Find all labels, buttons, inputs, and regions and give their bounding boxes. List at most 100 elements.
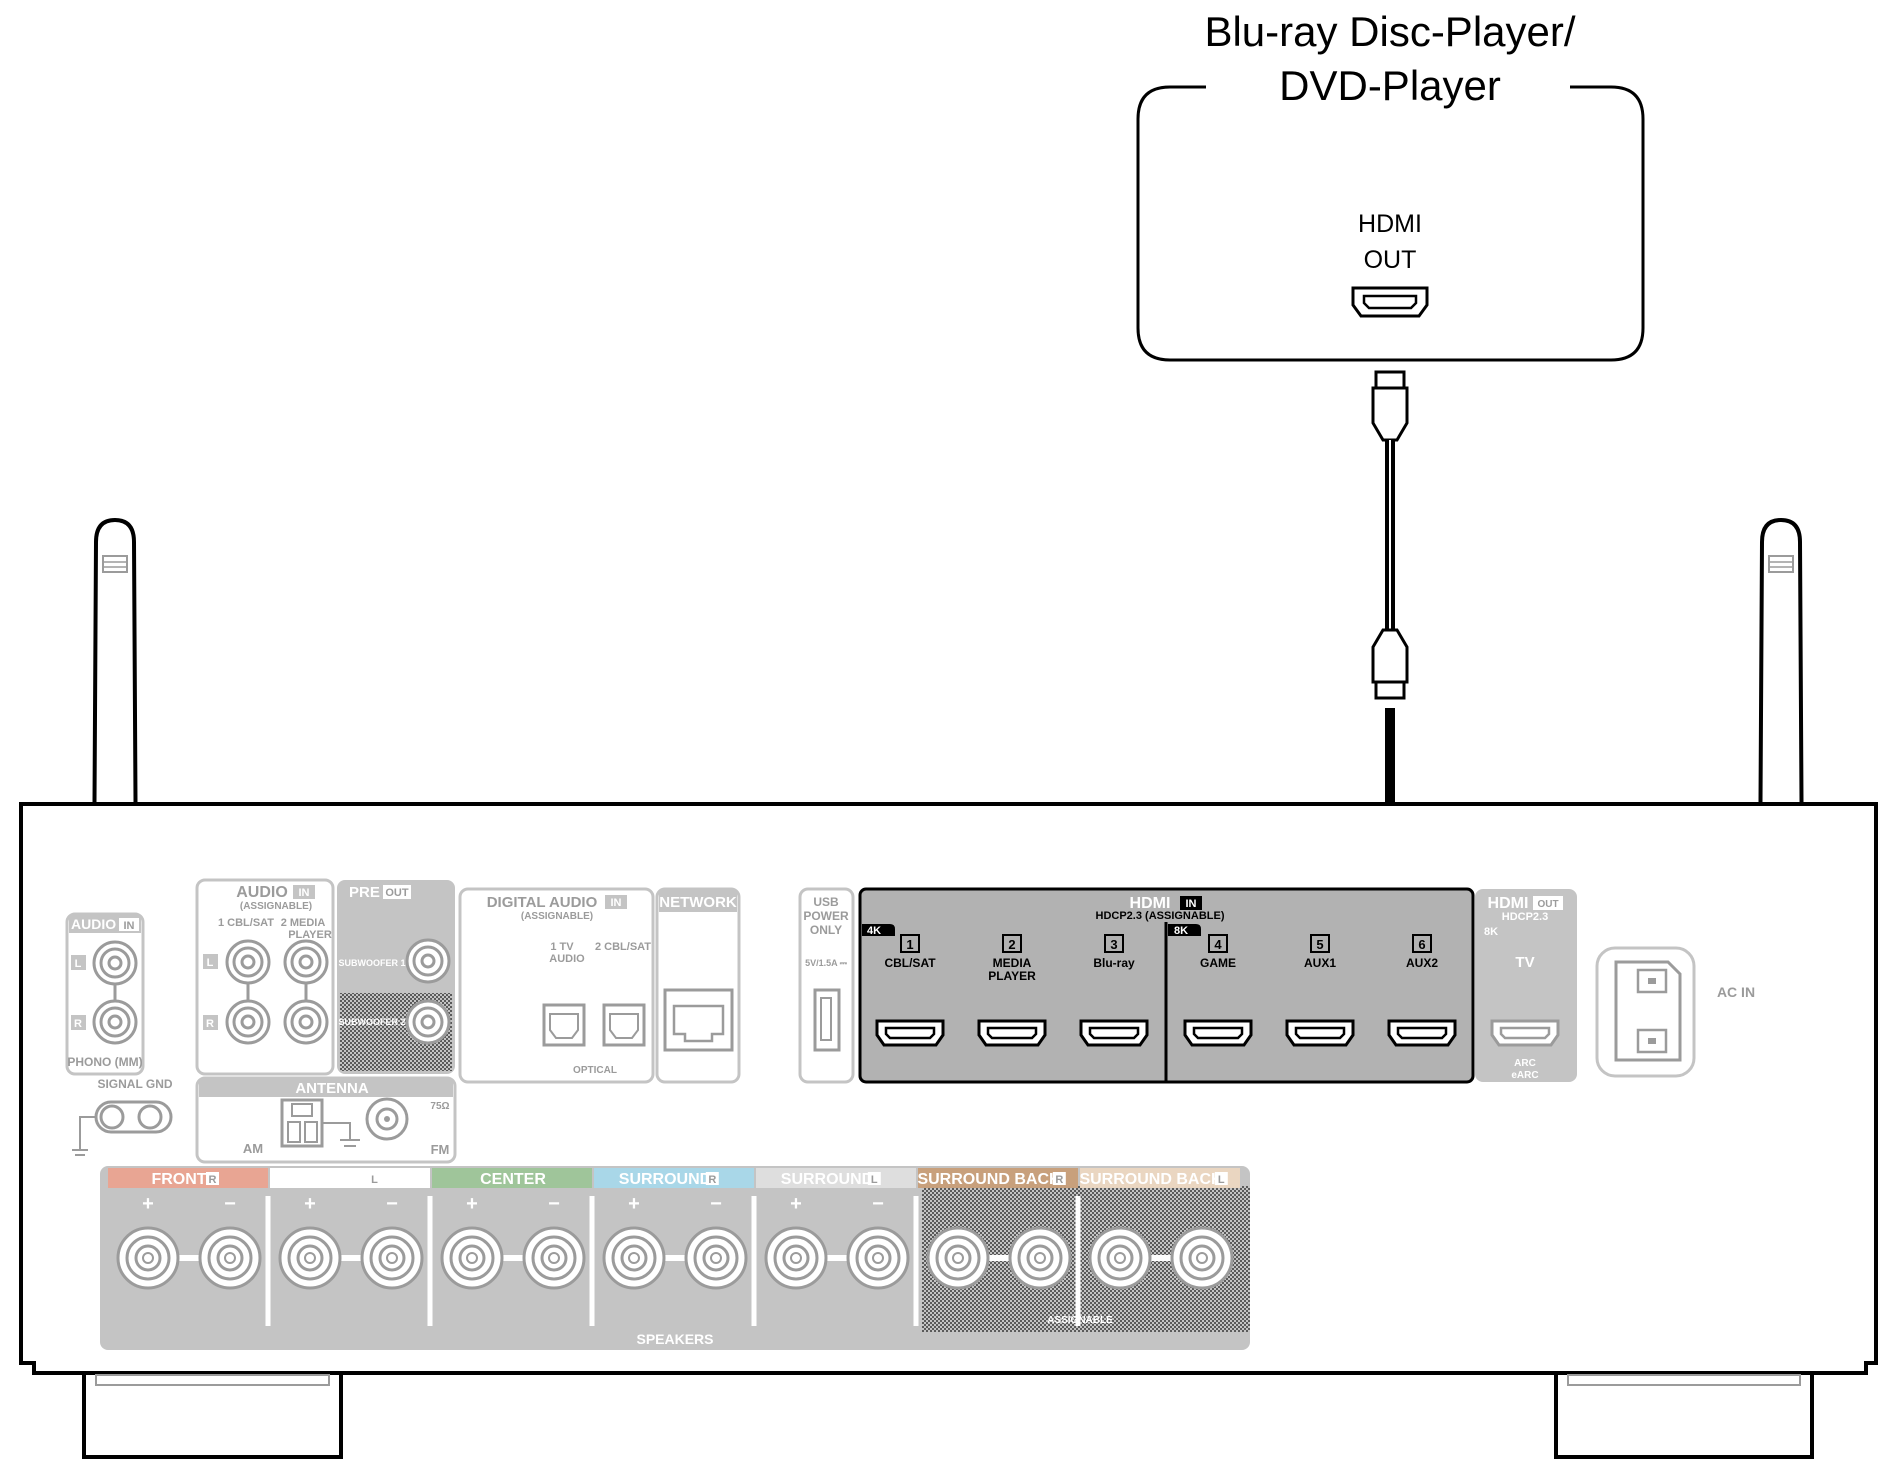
audio-in-badge: IN [299, 887, 310, 899]
hdmi-8k-tag: 8K [1174, 925, 1188, 937]
speaker-side-box [705, 1172, 719, 1185]
speaker-terminal-minus[interactable] [1170, 1226, 1234, 1290]
minus-label: − [224, 1193, 236, 1215]
speaker-terminal-plus[interactable] [1088, 1226, 1152, 1290]
ac-in-inlet[interactable] [1595, 946, 1696, 1078]
fm-ohm-label: 75Ω [430, 1101, 449, 1112]
pre-out-title: PRE [349, 884, 380, 901]
hdmi-in-jack[interactable] [1285, 1019, 1355, 1047]
phono-badge: IN [124, 920, 135, 932]
speaker-side-box [867, 1172, 881, 1185]
hdmi-in-name: CBL/SAT [884, 956, 936, 970]
hdmi-out-sub: HDCP2.3 [1502, 911, 1548, 923]
speaker-channel-name: FRONT [313, 1171, 368, 1188]
hdmi-in-panel: HDMI IN HDCP2.3 (ASSIGNABLE) 4K 8K 1CBL/… [858, 887, 1475, 1084]
speaker-terminal-plus[interactable] [602, 1226, 666, 1290]
hdmi-in-jack[interactable] [977, 1019, 1047, 1047]
speaker-terminal-plus[interactable] [278, 1226, 342, 1290]
hdmi-in-badge: IN [1186, 898, 1197, 910]
speaker-terminal-minus[interactable] [846, 1226, 910, 1290]
hdmi-in-jack[interactable] [1387, 1019, 1457, 1047]
device-hdmi-out-port[interactable] [1351, 286, 1429, 318]
audio-in-2-l-jack[interactable] [283, 939, 329, 985]
optical-2-jack[interactable] [602, 1003, 646, 1047]
optical-1-jack[interactable] [542, 1003, 586, 1047]
audio-in-l-label: L [207, 957, 214, 969]
optical-2-label: 2 CBL/SAT [595, 941, 651, 953]
plus-label: + [304, 1193, 316, 1215]
usb-label-3: ONLY [810, 923, 842, 937]
speaker-channel-name: FRONT [151, 1171, 206, 1188]
audio-in-title: AUDIO [236, 884, 288, 901]
hdmi-out-panel: HDMI OUT HDCP2.3 8K TV ARC eARC [1475, 889, 1577, 1082]
hdmi-out-badge: OUT [1537, 899, 1558, 910]
speaker-side-label: L [871, 1174, 878, 1186]
audio-in-1-r-jack[interactable] [225, 999, 271, 1045]
signal-gnd-terminal[interactable]: SIGNAL GND [72, 1077, 173, 1156]
optical-label: OPTICAL [573, 1065, 617, 1076]
speaker-terminal-minus[interactable] [1008, 1226, 1072, 1290]
speaker-channel-header [1080, 1168, 1240, 1188]
phono-r-jack[interactable] [92, 999, 138, 1045]
digital-audio-title: DIGITAL AUDIO [487, 894, 598, 911]
hdmi-4k-tag: 4K [867, 925, 881, 937]
hdmi-in-jack[interactable] [875, 1019, 945, 1047]
hdmi-in-num: 6 [1418, 937, 1425, 952]
hdmi-out-tv-port[interactable] [1490, 1019, 1560, 1047]
speaker-terminal-plus[interactable] [764, 1226, 828, 1290]
hdmi-in-title: HDMI [1130, 895, 1171, 912]
speaker-terminal-minus[interactable] [198, 1226, 262, 1290]
usb-port[interactable] [813, 988, 841, 1052]
am-terminal[interactable] [280, 1098, 324, 1148]
speaker-terminal-minus[interactable] [522, 1226, 586, 1290]
speaker-side-label: R [708, 1174, 716, 1186]
usb-panel: USB POWER ONLY 5V/1.5A ⎓ [798, 887, 855, 1084]
speaker-channel-name: SURROUND BACK [917, 1171, 1061, 1188]
source-device: Blu-ray Disc-Player/ DVD-Player HDMI OUT [1136, 8, 1645, 362]
subwoofer-2-jack[interactable] [405, 999, 451, 1045]
ethernet-port[interactable] [663, 988, 734, 1052]
plus-label: + [142, 1193, 154, 1215]
speaker-terminal-plus[interactable] [440, 1226, 504, 1290]
minus-label: − [386, 1193, 398, 1215]
signal-gnd-label: SIGNAL GND [97, 1077, 172, 1091]
hdmi-in-num-box [900, 934, 920, 953]
phono-l-jack[interactable] [92, 940, 138, 986]
pre-out-badge: OUT [385, 887, 409, 899]
device-title-line1: Blu-ray Disc-Player/ [1204, 8, 1575, 55]
hdmi-in-name: AUX2 [1406, 956, 1438, 970]
cable-plug-bottom-icon [1371, 628, 1409, 700]
phono-l-label: L [75, 958, 82, 970]
hdmi-in-num-box [1208, 934, 1228, 953]
speaker-side-box [1214, 1172, 1228, 1185]
hdmi-in-jack[interactable] [1183, 1019, 1253, 1047]
speaker-side-label: R [209, 1174, 217, 1186]
minus-label: − [710, 1193, 722, 1215]
fm-jack[interactable] [365, 1097, 409, 1141]
speaker-channel-name: SURROUND [619, 1171, 711, 1188]
audio-in-1-l-jack[interactable] [225, 939, 271, 985]
hdmi-in-num: 2 [1008, 937, 1015, 952]
speaker-channel-name: CENTER [480, 1171, 546, 1188]
audio-in-2-label: 2 MEDIA [281, 917, 326, 929]
hdmi-in-num: 1 [906, 937, 913, 952]
hdmi-in-num-box [1412, 934, 1432, 953]
digital-audio-badge: IN [611, 897, 622, 909]
speaker-terminal-minus[interactable] [360, 1226, 424, 1290]
speaker-terminal-plus[interactable] [116, 1226, 180, 1290]
audio-in-2-r-jack[interactable] [283, 999, 329, 1045]
hdmi-in-num-box [1310, 934, 1330, 953]
digital-audio-sub: (ASSIGNABLE) [521, 911, 593, 922]
antenna-panel: ANTENNA AM 75Ω FM [195, 1076, 457, 1164]
optical-1-label: 1 TV [550, 941, 574, 953]
speaker-terminal-plus[interactable] [926, 1226, 990, 1290]
hdmi-in-name: Blu-ray [1093, 956, 1135, 970]
subwoofer-1-jack[interactable] [405, 938, 451, 984]
speaker-terminal-minus[interactable] [684, 1226, 748, 1290]
hdmi-in-jack[interactable] [1079, 1019, 1149, 1047]
minus-label: − [548, 1193, 560, 1215]
usb-label-2: POWER [803, 909, 849, 923]
hdmi-in-num: 5 [1316, 937, 1323, 952]
